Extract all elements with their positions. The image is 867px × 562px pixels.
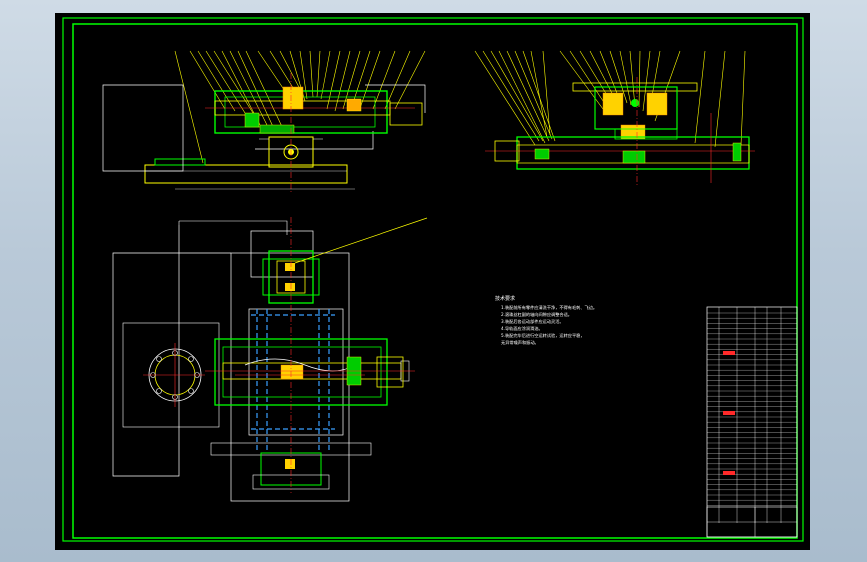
notes-title: 技术要求: [495, 295, 515, 302]
note-line: 5.装配完毕后进行空运转试验，运转应平稳，: [501, 332, 585, 339]
cad-viewport[interactable]: 技术要求 1.装配前所有零件应清洗干净，不得有毛刺、飞边。 2.滚珠丝杠副的轴向…: [55, 13, 810, 550]
cad-drawing: 技术要求 1.装配前所有零件应清洗干净，不得有毛刺、飞边。 2.滚珠丝杠副的轴向…: [62, 17, 804, 542]
note-line: 1.装配前所有零件应清洗干净，不得有毛刺、飞边。: [501, 304, 597, 311]
plan-view: [112, 217, 428, 502]
note-line: 2.滚珠丝杠副的轴向间隙应调整合适。: [501, 311, 572, 318]
side-section-view: [474, 50, 755, 185]
note-line: 无异常噪声和振动。: [501, 339, 539, 346]
bill-of-materials: [706, 306, 798, 538]
note-line: 3.装配后各运动部件应运动灵活。: [501, 318, 564, 325]
technical-notes: 技术要求 1.装配前所有零件应清洗干净，不得有毛刺、飞边。 2.滚珠丝杠副的轴向…: [495, 295, 597, 346]
note-line: 4.导轨面应涂润滑油。: [501, 325, 543, 332]
front-section-view: [102, 50, 426, 193]
outer-border: [62, 17, 804, 542]
inner-border: [72, 23, 798, 539]
